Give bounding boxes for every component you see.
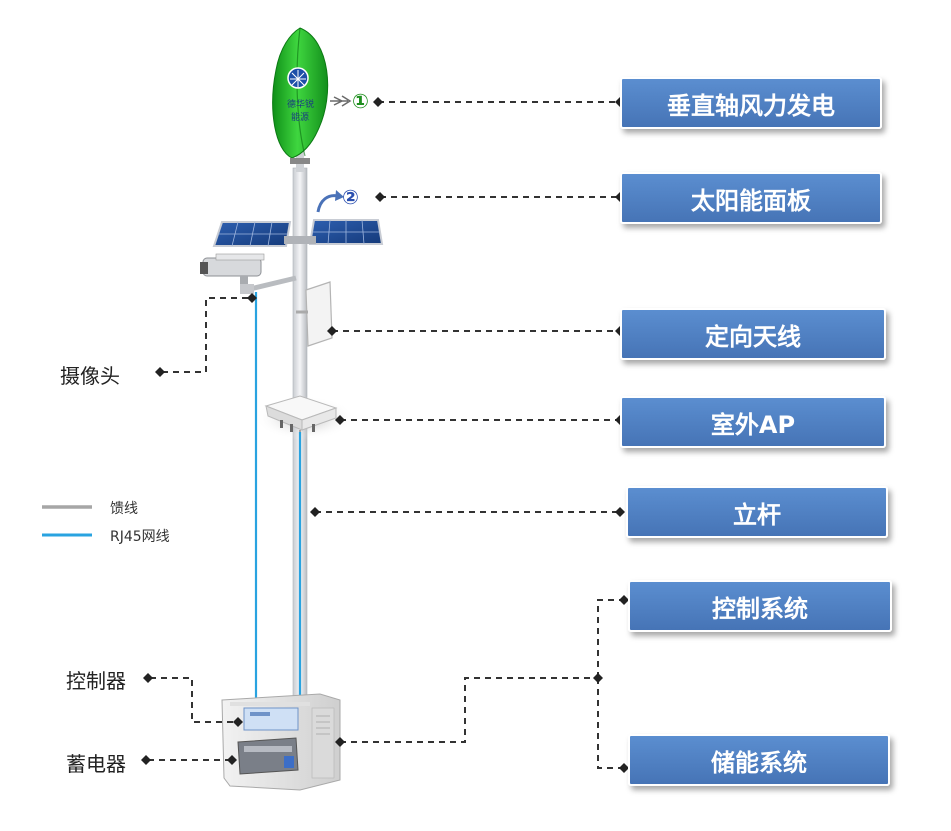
- marker-arrow-1: [330, 95, 352, 107]
- label-wind-turbine: 垂直轴风力发电: [620, 77, 882, 129]
- label-pole: 立杆: [626, 486, 888, 538]
- label-outdoor-ap: 室外AP: [620, 396, 886, 448]
- camera: [200, 253, 297, 294]
- label-camera: 摄像头: [60, 364, 120, 388]
- connector-camera: [162, 297, 252, 373]
- label-directional-antenna: 定向天线: [620, 308, 886, 360]
- legend-rj45-label: RJ45网线: [110, 529, 170, 545]
- label-controller: 控制器: [66, 669, 126, 693]
- controller-unit: [243, 707, 299, 731]
- connector-cabinet-branch: [340, 677, 598, 743]
- wind-turbine: [272, 27, 329, 164]
- outdoor-ap: [255, 395, 355, 440]
- directional-antenna: [296, 281, 333, 347]
- marker-two: ②: [342, 185, 359, 209]
- connector-control-branch: [597, 599, 620, 678]
- label-control-system: 控制系统: [628, 580, 892, 632]
- cabinet: [221, 693, 341, 791]
- legend-feeder-label: 馈线: [110, 501, 138, 517]
- label-storage-system: 储能系统: [628, 734, 890, 786]
- connector-storage-branch: [597, 678, 620, 769]
- marker-one: ①: [352, 89, 369, 113]
- marker-arrow-2: [316, 190, 344, 213]
- turbine-brand-line1: 德华锐: [287, 98, 314, 110]
- solar-panels: [212, 219, 384, 247]
- label-solar-panel: 太阳能面板: [620, 172, 882, 224]
- turbine-brand-line2: 能源: [291, 111, 309, 123]
- label-battery: 蓄电器: [66, 752, 126, 776]
